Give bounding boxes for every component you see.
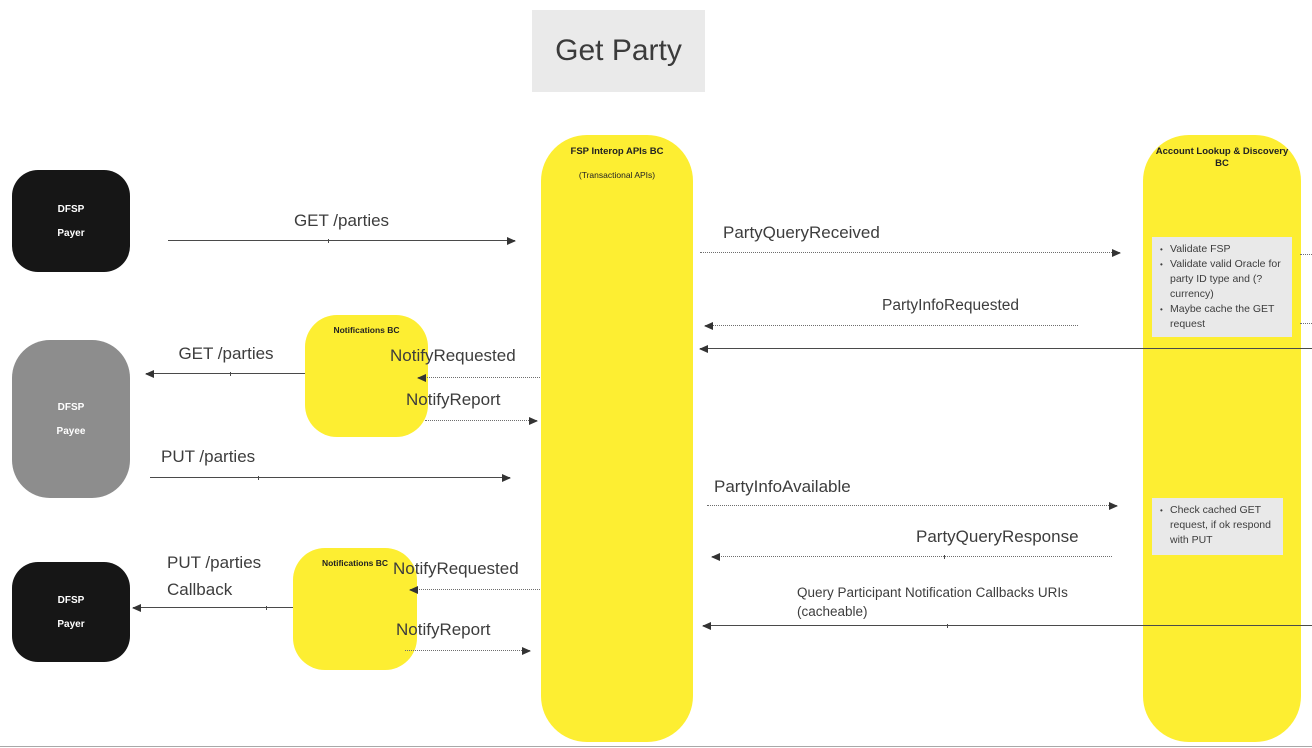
label-put-parties: PUT /parties <box>161 447 256 466</box>
arrow-put-parties-callback <box>132 604 293 612</box>
lifeline-notifications-bc-2: Notifications BC <box>293 548 417 670</box>
label-notify-requested-2: NotifyRequested <box>393 559 519 578</box>
actor-line2: Payer <box>57 227 85 239</box>
label-query-callbacks-uris: Query Participant Notification Callbacks… <box>797 583 1068 621</box>
actor-line1: DFSP <box>57 401 85 413</box>
label-line2: (cacheable) <box>797 604 868 619</box>
actor-line1: DFSP <box>57 594 85 606</box>
label-notify-requested-1: NotifyRequested <box>390 346 516 365</box>
lifeline-notifications-bc-1: Notifications BC <box>305 315 428 437</box>
note-item: Check cached GET request, if ok respond … <box>1158 503 1279 548</box>
arrow-fragment-right-edge-2 <box>1300 323 1312 324</box>
actor-line1: DFSP <box>57 203 85 215</box>
label-notify-report-1: NotifyReport <box>406 390 501 409</box>
lifeline-title: Notifications BC <box>333 325 400 335</box>
note-item: Validate FSP <box>1158 242 1288 257</box>
diagram-title: Get Party <box>555 34 682 67</box>
actor-dfsp-payee: DFSP Payee <box>12 340 130 498</box>
arrow-party-info-available <box>707 502 1118 510</box>
lifeline-fsp-interop-apis-bc: FSP Interop APIs BC (Transactional APIs) <box>541 135 693 742</box>
arrow-party-info-requested <box>704 322 1078 330</box>
arrow-get-parties-request <box>168 237 516 245</box>
label-line1: Query Participant Notification Callbacks… <box>797 585 1068 600</box>
lifeline-title: FSP Interop APIs BC <box>570 146 664 157</box>
diagram-title-box: Get Party <box>532 10 705 92</box>
lifeline-title: Notifications BC <box>321 558 389 568</box>
note-check-cached-get: Check cached GET request, if ok respond … <box>1152 498 1283 555</box>
label-line1: PUT /parties <box>167 553 262 572</box>
arrow-put-parties <box>150 474 511 482</box>
page-bottom-divider <box>0 746 1312 747</box>
label-put-parties-callback: PUT /parties Callback <box>167 549 261 603</box>
arrow-notify-report-1 <box>425 417 538 425</box>
actor-dfsp-payer-top: DFSP Payer <box>12 170 130 272</box>
actor-line2: Payee <box>56 425 86 437</box>
label-party-info-requested: PartyInfoRequested <box>882 297 1020 314</box>
label-get-parties-notify: GET /parties <box>178 344 274 363</box>
arrow-query-callbacks-uris <box>702 622 1312 630</box>
actor-line2: Payer <box>57 618 85 630</box>
lifeline-title-line2: BC <box>1215 158 1229 169</box>
label-party-query-received: PartyQueryReceived <box>723 223 880 242</box>
note-item: Maybe cache the GET request <box>1158 302 1288 332</box>
lifeline-account-lookup-discovery-bc: Account Lookup & Discovery BC <box>1143 135 1301 742</box>
lifeline-title-line1: Account Lookup & Discovery <box>1155 146 1289 157</box>
arrow-get-parties-notify <box>145 370 305 378</box>
actor-dfsp-payer-bottom: DFSP Payer <box>12 562 130 662</box>
arrow-return-from-right <box>699 345 1312 353</box>
arrow-notify-requested-1 <box>417 374 540 382</box>
lifeline-subtitle: (Transactional APIs) <box>578 170 656 180</box>
arrow-party-query-received <box>700 249 1121 257</box>
label-notify-report-2: NotifyReport <box>396 620 491 639</box>
arrow-fragment-right-edge-1 <box>1300 254 1312 255</box>
label-line2: Callback <box>167 580 233 599</box>
label-party-query-response: PartyQueryResponse <box>916 527 1079 546</box>
arrow-notify-report-2 <box>405 647 531 655</box>
note-validate-fsp: Validate FSP Validate valid Oracle for p… <box>1152 237 1292 337</box>
label-party-info-available: PartyInfoAvailable <box>714 477 851 496</box>
note-item: Validate valid Oracle for party ID type … <box>1158 257 1288 302</box>
arrow-party-query-response <box>711 553 1112 561</box>
label-get-parties-request: GET /parties <box>293 211 390 230</box>
arrow-notify-requested-2 <box>409 586 540 594</box>
